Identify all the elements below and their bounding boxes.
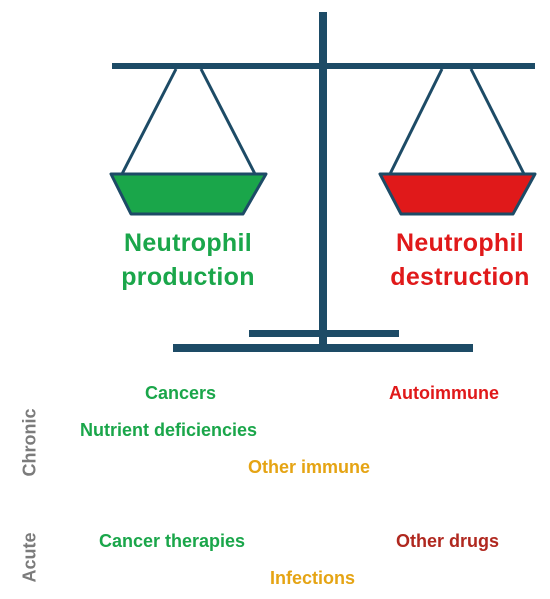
- scale-post: [319, 12, 327, 346]
- item-cancer-therapies: Cancer therapies: [99, 531, 246, 551]
- scale-beam: [112, 63, 535, 69]
- item-cancers: Cancers: [145, 383, 217, 403]
- right-pan: [378, 172, 537, 216]
- label-neutrophil-destruction: Neutrophil destruction: [370, 226, 550, 294]
- label-neutrophil-production-line1: Neutrophil: [124, 229, 252, 257]
- scale-base-lower: [173, 344, 473, 352]
- label-neutrophil-destruction-line1: Neutrophil: [396, 229, 524, 257]
- balance-scale: [109, 12, 537, 352]
- label-neutrophil-production-line2: production: [121, 263, 255, 291]
- left-pan: [109, 172, 268, 216]
- category-chronic: Chronic: [19, 408, 40, 477]
- item-nutrient-deficiencies: Nutrient deficiencies: [80, 420, 258, 440]
- right-pan-string: [388, 68, 444, 175]
- category-acute: Acute: [19, 532, 40, 583]
- scale-base-upper: [249, 330, 399, 337]
- left-pan-string: [199, 68, 257, 175]
- left-pan-string: [120, 68, 178, 175]
- label-neutrophil-destruction-line2: destruction: [390, 263, 530, 291]
- label-neutrophil-production: Neutrophil production: [98, 226, 278, 294]
- item-other-drugs: Other drugs: [396, 531, 500, 551]
- item-autoimmune: Autoimmune: [389, 383, 499, 403]
- right-pan-string: [469, 68, 526, 175]
- item-other-immune: Other immune: [248, 457, 371, 477]
- item-infections: Infections: [270, 568, 356, 588]
